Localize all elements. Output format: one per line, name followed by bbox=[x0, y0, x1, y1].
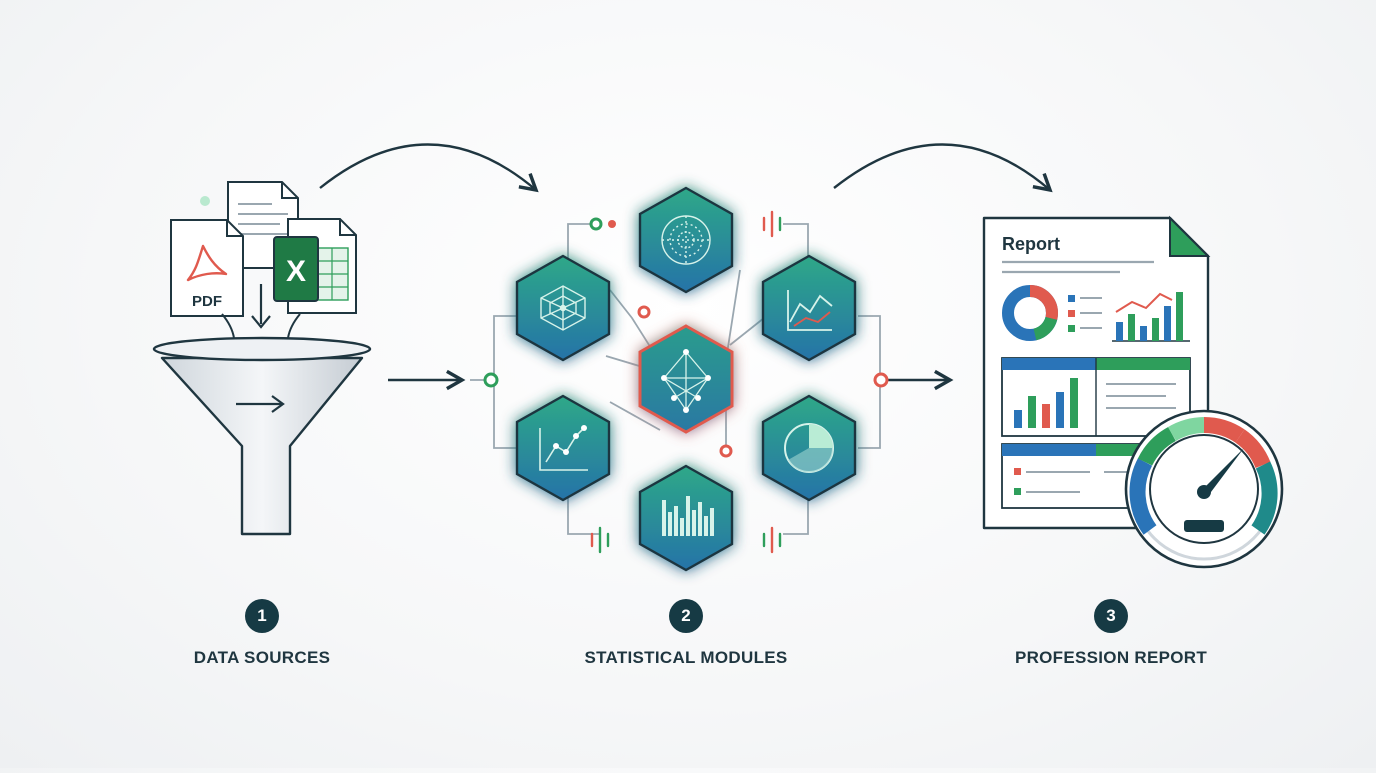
radar-chart-icon bbox=[540, 285, 586, 331]
decor-dot bbox=[200, 196, 210, 206]
curved-arrow-2 bbox=[833, 143, 1053, 193]
hexagon-module-scatter bbox=[515, 394, 611, 502]
signal-icon bbox=[762, 210, 782, 238]
step-3-label: PROFESSION REPORT bbox=[1014, 648, 1208, 667]
step-2-label: STATISTICAL MODULES bbox=[584, 648, 788, 667]
histogram-icon bbox=[662, 496, 714, 536]
signal-icon bbox=[590, 526, 610, 554]
pdf-label: PDF bbox=[192, 293, 222, 310]
hexagon-module-linechart bbox=[761, 254, 857, 362]
donut-chart-icon bbox=[1002, 285, 1058, 341]
node-dot bbox=[483, 372, 499, 388]
pdf-logo-icon bbox=[186, 244, 228, 282]
node-dot bbox=[637, 305, 651, 319]
curved-arrow-1 bbox=[319, 143, 539, 193]
excel-document-icon: X bbox=[273, 218, 357, 314]
globe-icon bbox=[661, 215, 711, 265]
step-1-label: DATA SOURCES bbox=[193, 648, 331, 667]
pie-chart-icon bbox=[784, 423, 834, 473]
report-panel-top bbox=[1001, 357, 1191, 437]
line-chart-icon bbox=[787, 290, 833, 331]
step-3-badge: 3 bbox=[1094, 599, 1128, 633]
node-dot bbox=[608, 220, 616, 228]
node-dot bbox=[873, 372, 889, 388]
step-2-badge: 2 bbox=[669, 599, 703, 633]
modules-network bbox=[470, 186, 889, 572]
excel-letter: X bbox=[286, 255, 306, 288]
gauge-icon bbox=[1124, 409, 1284, 569]
scatter-plot-icon bbox=[539, 425, 588, 471]
bar-trend-icon bbox=[1112, 292, 1190, 342]
funnel-icon bbox=[152, 336, 372, 536]
hexagon-module-network bbox=[638, 186, 734, 294]
node-dot bbox=[589, 217, 603, 231]
gauge-needle bbox=[1200, 448, 1244, 496]
report-title: Report bbox=[1002, 234, 1060, 254]
node-dot bbox=[719, 444, 733, 458]
step-1-badge: 1 bbox=[245, 599, 279, 633]
signal-icon bbox=[762, 526, 782, 554]
report-legend bbox=[1068, 295, 1102, 332]
pdf-document-icon: PDF bbox=[170, 219, 244, 317]
neural-network-icon bbox=[661, 349, 711, 413]
